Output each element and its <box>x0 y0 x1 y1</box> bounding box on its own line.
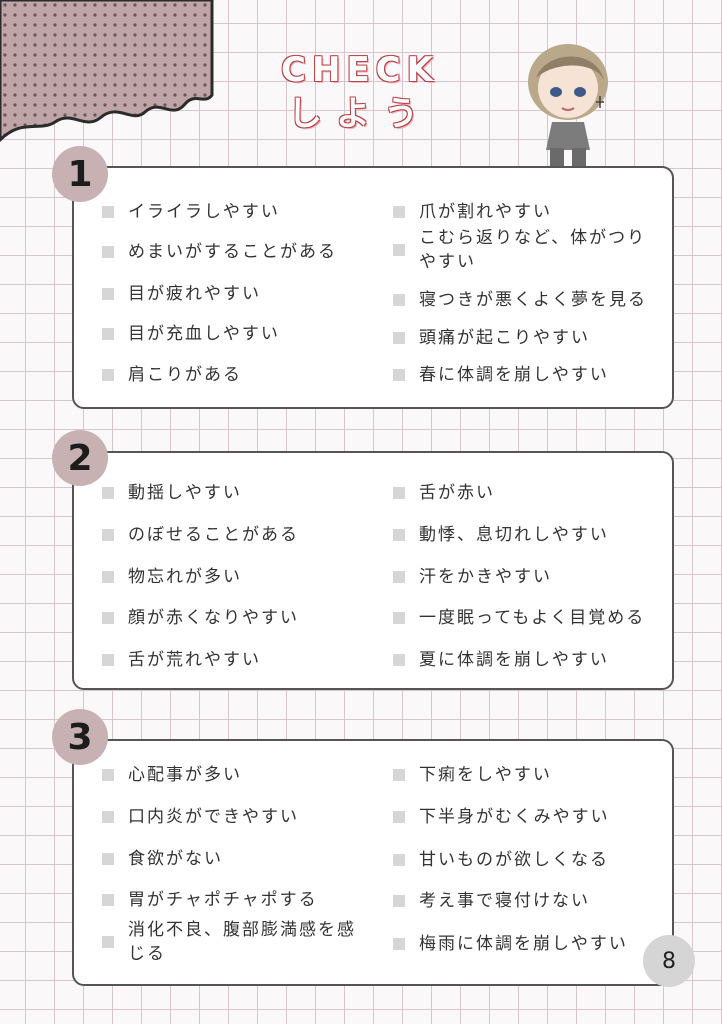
checkbox[interactable] <box>393 294 405 306</box>
checkbox[interactable] <box>102 288 114 300</box>
checkbox[interactable] <box>102 529 114 541</box>
checkbox[interactable] <box>393 769 405 781</box>
checkbox[interactable] <box>102 328 114 340</box>
check-item[interactable]: 舌が荒れやすい <box>102 648 261 672</box>
check-item[interactable]: 顔が赤くなりやすい <box>102 606 299 630</box>
checkbox[interactable] <box>393 811 405 823</box>
check-item[interactable]: めまいがすることがある <box>102 240 337 264</box>
checkbox[interactable] <box>102 246 114 258</box>
checkbox[interactable] <box>393 206 405 218</box>
checkbox[interactable] <box>393 487 405 499</box>
check-item[interactable]: 一度眠ってもよく目覚める <box>393 606 645 630</box>
checkbox[interactable] <box>393 244 405 256</box>
checkbox[interactable] <box>102 612 114 624</box>
checkbox[interactable] <box>393 612 405 624</box>
check-item[interactable]: 春に体調を崩しやすい <box>393 363 609 387</box>
check-item[interactable]: 汗をかきやすい <box>393 565 552 589</box>
check-item[interactable]: 頭痛が起こりやすい <box>393 326 590 350</box>
check-item[interactable]: 物忘れが多い <box>102 565 242 589</box>
checkbox[interactable] <box>102 654 114 666</box>
check-card-1 <box>72 166 674 409</box>
checkbox[interactable] <box>102 853 114 865</box>
page-number-badge: 8 <box>643 935 695 987</box>
check-item[interactable]: 目が充血しやすい <box>102 322 280 346</box>
check-card-2 <box>72 451 674 690</box>
title-line-1: CHECK <box>281 50 439 90</box>
check-item[interactable]: のぼせることがある <box>102 523 299 547</box>
check-item[interactable]: こむら返りなど、体がつりやすい <box>393 226 663 274</box>
checkbox[interactable] <box>102 769 114 781</box>
check-item[interactable]: 動揺しやすい <box>102 481 242 505</box>
check-item[interactable]: 肩こりがある <box>102 363 242 387</box>
checkbox[interactable] <box>393 529 405 541</box>
checkbox[interactable] <box>393 571 405 583</box>
check-item[interactable]: 消化不良、腹部膨満感を感じる <box>102 918 372 966</box>
section-number-2: 2 <box>52 430 108 486</box>
title-line-2: しよう <box>288 94 432 134</box>
check-item[interactable]: 下半身がむくみやすい <box>393 805 610 829</box>
check-item[interactable]: 寝つきが悪くよく夢を見る <box>393 288 647 312</box>
check-item[interactable]: 夏に体調を崩しやすい <box>393 648 609 672</box>
checkbox[interactable] <box>102 936 114 948</box>
check-item[interactable]: 舌が赤い <box>393 481 495 505</box>
check-item[interactable]: 爪が割れやすい <box>393 200 552 224</box>
check-item[interactable]: 考え事で寝付けない <box>393 889 590 913</box>
check-item[interactable]: 梅雨に体調を崩しやすい <box>393 932 628 956</box>
check-item[interactable]: 心配事が多い <box>102 763 242 787</box>
check-item[interactable]: イライラしやすい <box>102 200 280 224</box>
checkbox[interactable] <box>393 854 405 866</box>
checkbox[interactable] <box>102 894 114 906</box>
checkbox[interactable] <box>393 895 405 907</box>
check-item[interactable]: 口内炎ができやすい <box>102 805 299 829</box>
check-item[interactable]: 目が疲れやすい <box>102 282 261 306</box>
section-number-3: 3 <box>52 709 108 765</box>
check-item[interactable]: 下痢をしやすい <box>393 763 552 787</box>
checkbox[interactable] <box>102 571 114 583</box>
check-item[interactable]: 胃がチャポチャポする <box>102 888 318 912</box>
checkbox[interactable] <box>102 206 114 218</box>
checkbox[interactable] <box>393 938 405 950</box>
check-item[interactable]: 食欲がない <box>102 847 223 871</box>
dotted-corner-decoration <box>0 0 214 143</box>
checkbox[interactable] <box>102 369 114 381</box>
check-card-3 <box>72 739 674 986</box>
checkbox[interactable] <box>393 369 405 381</box>
checkbox[interactable] <box>393 654 405 666</box>
checkbox[interactable] <box>393 332 405 344</box>
checkbox[interactable] <box>102 811 114 823</box>
character-illustration <box>528 44 608 178</box>
check-item[interactable]: 動悸、息切れしやすい <box>393 523 609 547</box>
section-number-1: 1 <box>52 146 108 202</box>
checkbox[interactable] <box>102 487 114 499</box>
page-title: CHECK しよう <box>250 48 470 136</box>
check-item[interactable]: 甘いものが欲しくなる <box>393 848 609 872</box>
